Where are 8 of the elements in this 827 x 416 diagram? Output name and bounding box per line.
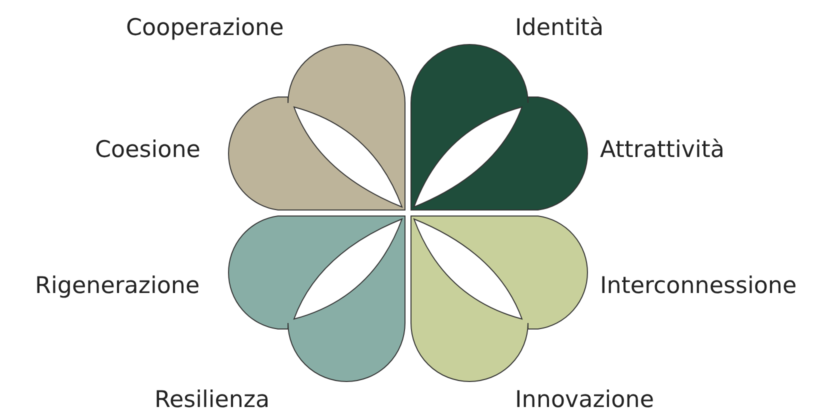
petal-label: Interconnessione [600, 272, 797, 300]
petal-label: Cooperazione [126, 14, 284, 42]
petal-label: Rigenerazione [35, 272, 200, 300]
petal-label: Coesione [95, 136, 200, 164]
petal-label: Resilienza [154, 386, 270, 414]
petal-label: Attrattività [600, 136, 724, 164]
petal-label: Innovazione [515, 386, 654, 414]
petal-label: Identità [515, 14, 604, 42]
